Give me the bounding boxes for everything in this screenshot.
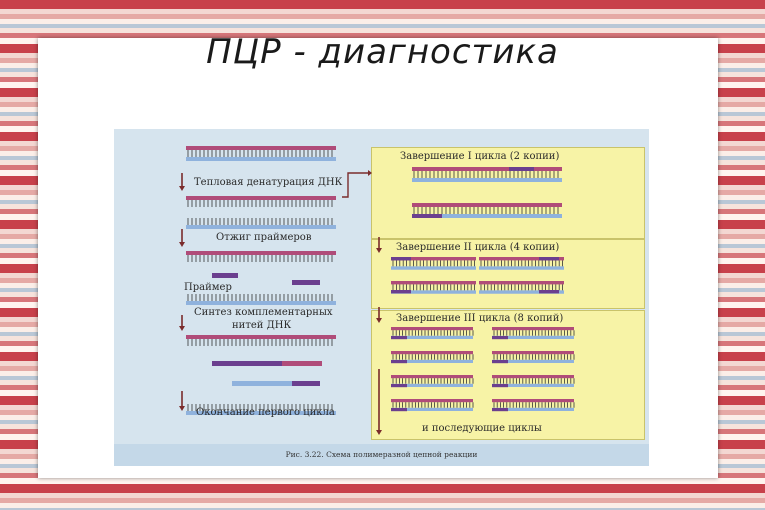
primer-block: [292, 280, 320, 285]
arrow-panel2-head: [376, 318, 382, 323]
new-strand: [232, 381, 292, 386]
step-synthesis-label-2: нитей ДНК: [232, 320, 291, 331]
primer-block: [391, 408, 407, 411]
base-ticks: [188, 339, 332, 346]
strand-bottom: [391, 266, 476, 269]
base-ticks: [188, 200, 332, 207]
strand-top: [492, 327, 574, 330]
single-strand: [186, 301, 336, 305]
strand-top: [391, 375, 473, 378]
cycle3-label: Завершение III цикла (8 копий): [396, 313, 563, 324]
single-strand: [186, 335, 336, 339]
strand-top: [479, 281, 564, 284]
primer-block: [391, 384, 407, 387]
strand-top: [391, 281, 476, 284]
step-denaturation-label: Тепловая денатурация ДНК: [194, 177, 342, 188]
subsequent-cycles-label: и последующие циклы: [422, 423, 542, 434]
strand-bottom: [412, 178, 562, 182]
strand-top: [492, 399, 574, 402]
base-ticks: [494, 378, 574, 384]
step-end-first-cycle-label: Окончание первого цикла: [196, 407, 335, 418]
slide-title: ПЦР - диагностика: [0, 32, 765, 72]
figure-caption: Рис. 3.22. Схема полимеразной цепной реа…: [114, 450, 649, 459]
strand-top: [492, 375, 574, 378]
connector-arrow: [342, 173, 368, 197]
cycle2-label: Завершение II цикла (4 копии): [396, 242, 559, 253]
primer-block: [391, 257, 411, 260]
strand-top: [391, 327, 473, 330]
primer-block: [492, 336, 508, 339]
arrow-denaturation-head: [179, 186, 185, 191]
arrow-synthesis-head: [179, 326, 185, 331]
step-annealing-label: Отжиг праймеров: [216, 232, 311, 243]
arrow-panel1-head: [376, 248, 382, 253]
step-synthesis-label-1: Синтез комплементарных: [194, 307, 333, 318]
primer-block: [412, 214, 442, 218]
base-ticks: [481, 260, 563, 266]
single-strand: [186, 196, 336, 200]
caption-bar: Рис. 3.22. Схема полимеразной цепной реа…: [114, 444, 649, 466]
base-ticks: [393, 260, 475, 266]
arrow-panel3-head: [376, 430, 382, 435]
base-ticks: [188, 150, 332, 157]
strand-bottom: [479, 266, 564, 269]
strand-top: [186, 146, 336, 150]
cycle1-label: Завершение I цикла (2 копии): [400, 151, 559, 162]
primer-block: [391, 360, 407, 363]
primer-block: [492, 408, 508, 411]
base-ticks: [494, 330, 574, 336]
pcr-figure: Тепловая денатурация ДНК Отжиг праймеров…: [114, 129, 649, 466]
primer-block: [492, 384, 508, 387]
primer-label: Праймер: [184, 282, 232, 293]
new-strand: [282, 361, 322, 366]
base-ticks: [188, 218, 332, 225]
arrow-end-cycle-head: [179, 406, 185, 411]
strand-top: [391, 399, 473, 402]
primer-block: [212, 273, 238, 278]
strand-top: [412, 203, 562, 207]
primer-block: [509, 167, 534, 171]
base-ticks: [188, 255, 332, 262]
single-strand: [186, 251, 336, 255]
base-ticks: [414, 171, 558, 178]
base-ticks: [481, 284, 563, 290]
base-ticks: [414, 207, 558, 214]
new-strand: [212, 361, 282, 366]
primer-block: [539, 290, 559, 293]
primer-block: [292, 381, 320, 386]
strand-bottom: [186, 157, 336, 161]
connector-arrow-head: [368, 170, 372, 176]
strand-top: [391, 351, 473, 354]
strand-top: [492, 351, 574, 354]
arrow-annealing-head: [179, 242, 185, 247]
primer-block: [539, 257, 559, 260]
base-ticks: [393, 402, 473, 408]
base-ticks: [393, 330, 473, 336]
base-ticks: [393, 378, 473, 384]
single-strand: [186, 225, 336, 229]
base-ticks: [188, 294, 332, 301]
base-ticks: [494, 402, 574, 408]
primer-block: [391, 290, 411, 293]
strand-top: [412, 167, 562, 171]
base-ticks: [494, 354, 574, 360]
base-ticks: [393, 354, 473, 360]
primer-block: [492, 360, 508, 363]
base-ticks: [393, 284, 475, 290]
primer-block: [391, 336, 407, 339]
